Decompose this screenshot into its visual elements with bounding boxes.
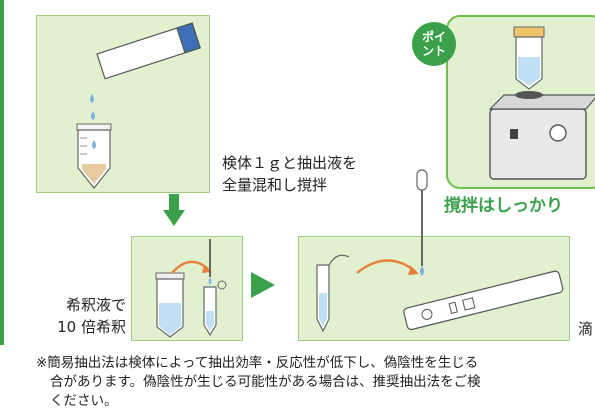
step3-illustration xyxy=(316,254,564,333)
left-accent-bar xyxy=(0,0,4,345)
pipette-icon xyxy=(416,169,428,276)
step3-panel xyxy=(298,236,570,341)
point-badge-line1: ポイ xyxy=(421,30,446,44)
drop-label: 滴 xyxy=(578,320,594,338)
step1-label-line1: 検体１ｇと抽出液を xyxy=(222,154,358,172)
caution-note-line1: ※簡易抽出法は検体によって抽出効率・反応性が低下し、偽陰性を生じる xyxy=(36,355,479,371)
step1-label: 検体１ｇと抽出液を 全量混和し撹拌 xyxy=(222,152,357,196)
step1-panel xyxy=(36,15,210,193)
dilution-label-line2: 10 倍希釈 xyxy=(57,318,126,336)
step2-panel xyxy=(131,236,243,341)
point-badge-line2: ント xyxy=(421,44,446,58)
caution-note-line3: ください。 xyxy=(50,393,118,409)
point-panel xyxy=(446,15,595,189)
vortex-mixer-illustration xyxy=(488,26,595,180)
step1-label-line2: 全量混和し撹拌 xyxy=(222,176,328,194)
step2-illustration xyxy=(155,239,227,338)
dilution-label-line1: 希釈液で xyxy=(65,296,126,314)
step1-illustration xyxy=(76,22,201,189)
caution-note: ※簡易抽出法は検体によって抽出効率・反応性が低下し、偽陰性を生じる 合があります… xyxy=(36,354,595,411)
caution-note-line2: 合があります。偽陰性が生じる可能性がある場合は、推奨抽出法をご検 xyxy=(50,374,481,390)
point-title: 撹拌はしっかり xyxy=(444,196,563,216)
dilution-label: 希釈液で 10 倍希釈 xyxy=(50,294,126,338)
point-badge: ポイ ント xyxy=(412,22,456,66)
down-arrow-icon xyxy=(163,194,185,226)
right-arrow-icon xyxy=(251,272,275,298)
